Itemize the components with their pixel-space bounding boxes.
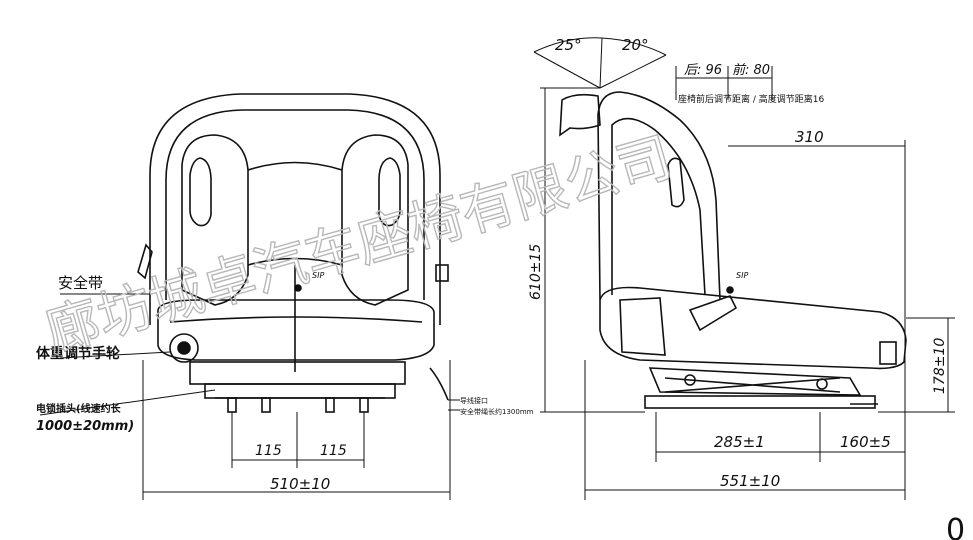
seat-cushion-inner bbox=[169, 316, 423, 323]
side-cushion-pocket bbox=[619, 297, 666, 356]
side-backrest bbox=[597, 91, 721, 301]
side-front-latch bbox=[879, 341, 897, 365]
adjust-rear-label: 后: 96 bbox=[684, 63, 722, 78]
seatbelt-buckle-right bbox=[435, 264, 449, 282]
side-base-rail bbox=[644, 395, 876, 409]
dim-115-right: 115 bbox=[320, 443, 347, 459]
back-cushion-mid bbox=[247, 257, 343, 266]
mounting-bolts bbox=[227, 397, 369, 413]
side-seatbelt bbox=[688, 295, 738, 332]
back-cushion-top bbox=[247, 161, 343, 171]
side-sip-label: SIP bbox=[736, 271, 748, 280]
seat-cushion bbox=[157, 299, 435, 361]
left-bolster bbox=[181, 134, 249, 306]
side-dimensions bbox=[533, 37, 955, 500]
dim-115-left: 115 bbox=[255, 443, 282, 459]
side-scissor bbox=[664, 377, 841, 393]
backrest-outer-frame bbox=[149, 93, 441, 325]
mount-note-1: 导线接口 bbox=[460, 396, 488, 405]
mount-note-2: 安全带绳长约1300mm bbox=[460, 407, 534, 416]
sip-mark bbox=[294, 284, 302, 292]
dim-front-width: 510±10 bbox=[270, 475, 330, 493]
dim-178: 178±10 bbox=[932, 338, 948, 394]
side-headrest-handle bbox=[559, 93, 601, 137]
backrest-inner-frame bbox=[165, 109, 425, 300]
side-seat-cushion bbox=[599, 286, 907, 370]
corner-mark: 0 bbox=[946, 513, 965, 540]
connector-cable bbox=[429, 367, 449, 401]
side-backrest-inner bbox=[611, 117, 706, 296]
weight-adjust-knob bbox=[169, 333, 199, 363]
left-bolster-slot bbox=[189, 157, 212, 227]
side-pivot-rear bbox=[816, 378, 828, 390]
front-sip-label: SIP bbox=[312, 271, 324, 280]
dim-side-depth: 551±10 bbox=[720, 472, 780, 490]
front-dimensions bbox=[142, 360, 451, 500]
suspension-base bbox=[189, 361, 406, 385]
side-suspension bbox=[648, 367, 862, 396]
dim-height-610: 610±15 bbox=[528, 244, 544, 300]
angle-back-label: 25° bbox=[555, 36, 582, 54]
connector-length-label: 1000±20mm) bbox=[36, 419, 134, 434]
side-pivot-front bbox=[684, 374, 696, 386]
dim-285: 285±1 bbox=[714, 433, 765, 451]
dim-160: 160±5 bbox=[840, 433, 891, 451]
dim-310: 310 bbox=[795, 128, 824, 146]
seatbelt-strap bbox=[137, 243, 153, 280]
weight-knob-label: 体重调节手轮 bbox=[36, 345, 120, 362]
right-bolster-slot bbox=[378, 157, 401, 227]
mounting-plate bbox=[204, 383, 396, 399]
company-watermark: 廊坊城卓汽车座椅有限公司 bbox=[38, 125, 678, 364]
side-bolster-slot bbox=[667, 157, 685, 208]
side-view bbox=[559, 91, 907, 409]
seatbelt-label: 安全带 bbox=[58, 274, 103, 292]
connector-label: 电锁插头(线速约长 bbox=[36, 402, 122, 415]
angle-front-label: 20° bbox=[622, 36, 649, 54]
side-sip-mark bbox=[726, 286, 734, 294]
knob-center bbox=[177, 341, 191, 355]
adjust-note-label: 座椅前后调节距离 / 高度调节距离16 bbox=[678, 93, 824, 105]
adjust-front-label: 前: 80 bbox=[732, 63, 770, 78]
right-bolster bbox=[341, 134, 409, 306]
